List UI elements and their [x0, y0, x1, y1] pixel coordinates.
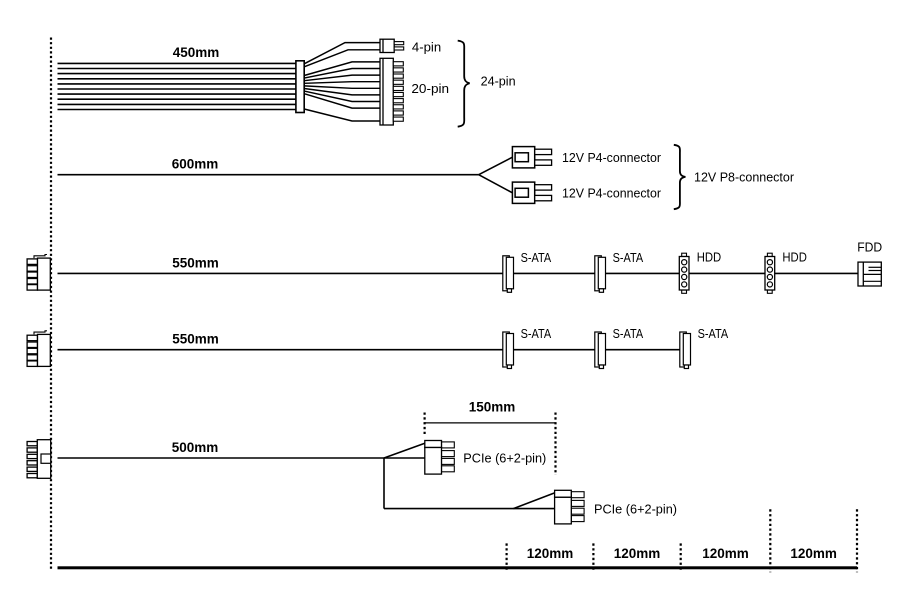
svg-text:4-pin: 4-pin — [412, 39, 441, 54]
svg-text:120mm: 120mm — [614, 546, 661, 561]
svg-text:HDD: HDD — [697, 249, 722, 264]
svg-text:12V P4-connector: 12V P4-connector — [562, 150, 662, 165]
svg-text:120mm: 120mm — [790, 546, 837, 561]
svg-text:150mm: 150mm — [469, 400, 516, 415]
svg-text:450mm: 450mm — [173, 45, 220, 60]
svg-text:S-ATA: S-ATA — [698, 326, 729, 341]
svg-text:S-ATA: S-ATA — [521, 250, 552, 265]
svg-text:12V P4-connector: 12V P4-connector — [562, 185, 662, 200]
svg-text:120mm: 120mm — [527, 546, 574, 561]
svg-text:500mm: 500mm — [172, 440, 219, 455]
svg-text:550mm: 550mm — [172, 332, 219, 347]
svg-text:20-pin: 20-pin — [411, 81, 449, 96]
svg-text:12V P8-connector: 12V P8-connector — [694, 170, 795, 185]
svg-text:S-ATA: S-ATA — [613, 326, 644, 341]
svg-text:PCIe (6+2-pin): PCIe (6+2-pin) — [463, 451, 546, 466]
svg-text:S-ATA: S-ATA — [521, 326, 552, 341]
svg-text:PCIe (6+2-pin): PCIe (6+2-pin) — [594, 501, 677, 516]
svg-text:550mm: 550mm — [172, 255, 219, 270]
svg-text:HDD: HDD — [782, 249, 807, 264]
svg-text:S-ATA: S-ATA — [613, 250, 644, 265]
svg-text:120mm: 120mm — [702, 546, 749, 561]
svg-text:600mm: 600mm — [172, 157, 219, 172]
svg-text:24-pin: 24-pin — [481, 74, 516, 89]
svg-text:FDD: FDD — [857, 240, 882, 255]
